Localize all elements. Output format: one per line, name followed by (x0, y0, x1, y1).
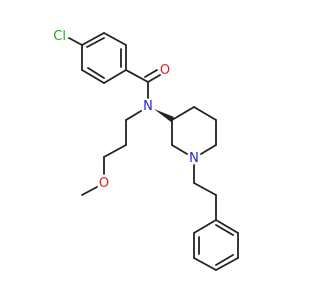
structure-canvas: Cl O N O N (53, 29, 239, 271)
carbonyl-double-bond-b (144, 69, 158, 78)
n-propyl-bond (125, 110, 142, 121)
ether-oxygen-label: O (99, 176, 109, 191)
chlorine-label: Cl (53, 29, 66, 44)
carbonyl-oxygen-label: O (160, 63, 170, 78)
molecule-drawing: Cl O N O N (53, 29, 239, 271)
chlorophenyl-ring (81, 32, 127, 84)
carbonyl-double-bond-a (147, 74, 161, 83)
phenyl-ring (193, 219, 239, 271)
ring-nitrogen-label: N (189, 151, 199, 166)
phenethyl-chain (193, 164, 217, 221)
c-cl-bond (68, 37, 83, 46)
amide-nitrogen-label: N (143, 99, 153, 114)
piperidine-ring (171, 106, 217, 155)
methoxypropyl-chain (81, 119, 127, 196)
stereo-wedge-bond (154, 109, 174, 122)
aryl-carbonyl-bond (125, 69, 149, 83)
